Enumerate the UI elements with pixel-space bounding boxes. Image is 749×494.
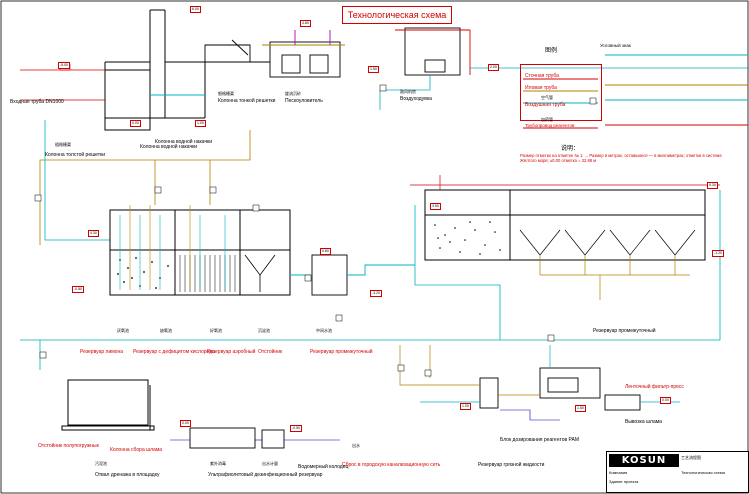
elev-tag: 3.50 [430, 203, 441, 210]
out-cn: 出水 [352, 443, 360, 448]
hopper-bottoms [519, 229, 696, 256]
hoop5-cn: 中间水池 [316, 328, 332, 333]
inlet-pump-label: Колонна водной накачки [155, 139, 213, 145]
collect-label: Колонна сбора шлама [110, 447, 163, 453]
sludge-out-label: Вывозка шлама [625, 419, 662, 425]
dosing2-label: Резервуар с дефицитом кислорода [133, 349, 215, 355]
title-block-row4: Здание проекта [609, 479, 639, 484]
elev-tag: 0.80 [320, 248, 331, 255]
press-label: Ленточный фильтр-пресс [625, 384, 684, 390]
uv-label: Ультрафиолетовый дезинфекционный резерву… [208, 472, 323, 478]
filter-media [434, 221, 501, 255]
coarse-screen-cn: 粗格栅渠 [55, 142, 71, 147]
title-block-row1: 工艺流程图 [681, 455, 701, 460]
elev-tag: 0.00 [130, 120, 141, 127]
pipe-markers [34, 84, 597, 377]
title-block-row2: Технологическая схема [681, 470, 725, 475]
uv2-cn: 出水计量 [262, 461, 278, 466]
inlet-pipe [20, 69, 105, 101]
elev-tag: 0.00 [660, 397, 671, 404]
diagram-title: Технологическая схема [342, 6, 452, 24]
elev-tag: 4.80 [300, 20, 311, 27]
legend-heading: 图例 [545, 48, 558, 54]
residual-tank-label: Резервуар грязной жидкости [478, 462, 545, 468]
fine-screen-unit [204, 39, 251, 63]
legend-item-sewage: Сточная труба [525, 73, 559, 79]
settler [244, 254, 276, 292]
hoop2-cn: 缺氧池 [160, 328, 172, 333]
elev-tag: 1.50 [368, 66, 379, 73]
sludge-thickener [61, 379, 155, 431]
elev-tag: 0.00 [180, 420, 191, 427]
reagent-dosing-unit [479, 367, 641, 411]
uv-tank [189, 427, 285, 449]
elev-tag: 6.00 [190, 6, 201, 13]
hoop4-cn: 沉淀池 [258, 328, 270, 333]
return-pipes [20, 120, 721, 370]
elev-tag: -3.20 [370, 290, 382, 297]
dosing5-label: Резервуар промежуточный [310, 349, 373, 355]
company-logo: KOSUN [609, 454, 679, 467]
coarse-screen-building [104, 9, 206, 131]
settle-label: Отстойник полупогружнык [38, 443, 99, 449]
hoop3-cn: 好氧池 [210, 328, 222, 333]
dosing3-label: Резервуар аэробный [207, 349, 256, 355]
elev-tag: 0.30 [707, 182, 718, 189]
elev-tag: -0.50 [290, 425, 302, 432]
fine-screen-label: Колонна тонкой решетки [218, 98, 276, 104]
title-block-row3: Компания [609, 470, 628, 475]
elev-tag: 2.00 [488, 64, 499, 71]
elev-tag: -1.20 [712, 250, 724, 257]
legend-box [520, 64, 602, 121]
filter-tank [424, 189, 706, 261]
inlet-pipe-label: Входная труба DN1000 [10, 99, 64, 105]
elev-tag: 1.50 [575, 405, 586, 412]
legend-item-dosing: Трубопровод реагентов [525, 123, 575, 128]
blower-house [395, 27, 471, 76]
hoop1-cn: 厌氧池 [117, 328, 129, 333]
dosing1-label: Резервуар лимона [80, 349, 123, 355]
grit-label: Пескоуловитель [285, 98, 323, 104]
sludge-pipes [39, 130, 251, 245]
elev-tag: -0.50 [72, 286, 84, 293]
notes-heading: 说明： [561, 146, 580, 152]
sludge-label: Отвал дренажа в площадку [95, 472, 160, 478]
legend-item-sludge: Иловая труба [525, 85, 557, 91]
coarse-screen-label: Колонна толстой решетки [45, 152, 106, 158]
grit-chamber [262, 30, 345, 78]
legend-item-air: Воздушная труба [525, 102, 566, 108]
dosing4-label: Отстойник [258, 349, 283, 355]
elev-tag: 1.00 [195, 120, 206, 127]
media-hatch [179, 255, 236, 292]
legend-item-dosing-cn: 加药管 [541, 117, 553, 122]
uv-cn: 紫外消毒 [210, 461, 226, 466]
sludge-cn: 污泥池 [95, 461, 107, 466]
reagent-label: Блок дозирования реагентов PAM [500, 437, 579, 443]
outflow-label: Водомерный колодец [298, 464, 349, 470]
discharge-label: Сброс в городскую канализационную сеть [342, 462, 441, 468]
fine-screen-cn: 细格栅渠 [218, 91, 234, 96]
aeration-pattern [117, 257, 169, 289]
lift-pump-label: Колонна водной накачки [140, 144, 198, 150]
elev-tag: -5.00 [58, 62, 70, 69]
notes-text: Размер отметки на отметке № 1: ... Разме… [520, 153, 722, 164]
blower-cn: 鼓风机房 [400, 89, 416, 94]
title-block: KOSUN 工艺流程图 Компания Здание проекта Техн… [606, 451, 749, 493]
legend-swatches [523, 78, 598, 129]
blower-label: Воздуходувка [400, 96, 432, 102]
elev-tag: 1.00 [460, 403, 471, 410]
legend-item-air-cn: 空气管 [541, 95, 553, 100]
backwash-label: Резервуар промежуточный [593, 328, 656, 334]
legend-side-label: Условный знак [600, 43, 631, 48]
elev-tag: 4.30 [88, 230, 99, 237]
grit-cn: 旋流沉砂 [285, 91, 301, 96]
